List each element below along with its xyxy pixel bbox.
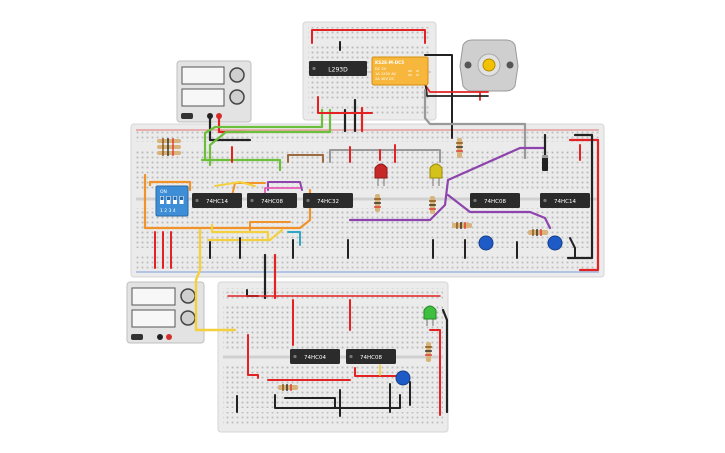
power-supply-top[interactable] [176,60,252,123]
led-red[interactable] [374,163,388,186]
capacitor[interactable] [547,235,563,251]
ic-74hc08-a[interactable]: 74HC08 [247,193,297,208]
diode[interactable] [542,155,548,171]
dip-numbers: 1 2 3 4 [160,208,176,214]
resistor[interactable] [456,138,463,158]
dc-motor[interactable] [459,39,519,92]
resistor[interactable] [452,222,472,229]
resistor[interactable] [528,229,548,236]
relay[interactable]: KS2E-M-DC5 DC 5V 1A 125V AC 2A 30V DC [371,56,429,86]
resistor[interactable] [374,194,381,212]
resistor[interactable] [429,196,436,214]
gear-icon [482,58,496,72]
chip-label: 74HC04 [304,355,326,361]
ic-74hc08-b[interactable]: 74HC08 [470,193,520,208]
resistor[interactable] [425,342,432,362]
led-yellow[interactable] [429,163,443,186]
capacitor[interactable] [395,370,411,386]
dip-switch[interactable]: ON 1 2 3 4 [155,185,189,217]
ic-l293d[interactable]: L293D [309,61,367,76]
chip-label: L293D [328,67,348,74]
relay-rating-3: 2A 30V DC [375,77,395,81]
resistor[interactable] [157,138,181,156]
power-supply-bottom[interactable] [126,281,205,344]
wires [143,29,600,417]
resistors [157,138,548,391]
capacitor[interactable] [478,235,494,251]
led-green[interactable] [423,305,437,326]
ic-74hc14-b[interactable]: 74HC14 [540,193,590,208]
chip-label: 74HC14 [206,199,228,205]
chip-label: 74HC08 [261,199,283,205]
relay-rating-2: 1A 125V AC [375,72,397,76]
ic-74hc14-a[interactable]: 74HC14 [192,193,242,208]
chip-label: 74HC14 [554,199,576,205]
ic-74hc32[interactable]: 74HC32 [303,193,353,208]
current-knob-icon[interactable] [229,89,245,105]
resistor[interactable] [278,384,298,391]
relay-rating-1: DC 5V [375,67,387,71]
ic-74hc04[interactable]: 74HC04 [290,349,340,364]
current-knob-icon[interactable] [180,310,196,326]
voltage-knob-icon[interactable] [229,67,245,83]
chip-label: 74HC08 [360,355,382,361]
ic-74hc08-c[interactable]: 74HC08 [346,349,396,364]
voltage-knob-icon[interactable] [180,288,196,304]
chip-label: 74HC32 [317,199,339,205]
dip-on-label: ON [160,189,167,195]
relay-model: KS2E-M-DC5 [375,60,404,65]
chip-label: 74HC08 [484,199,506,205]
